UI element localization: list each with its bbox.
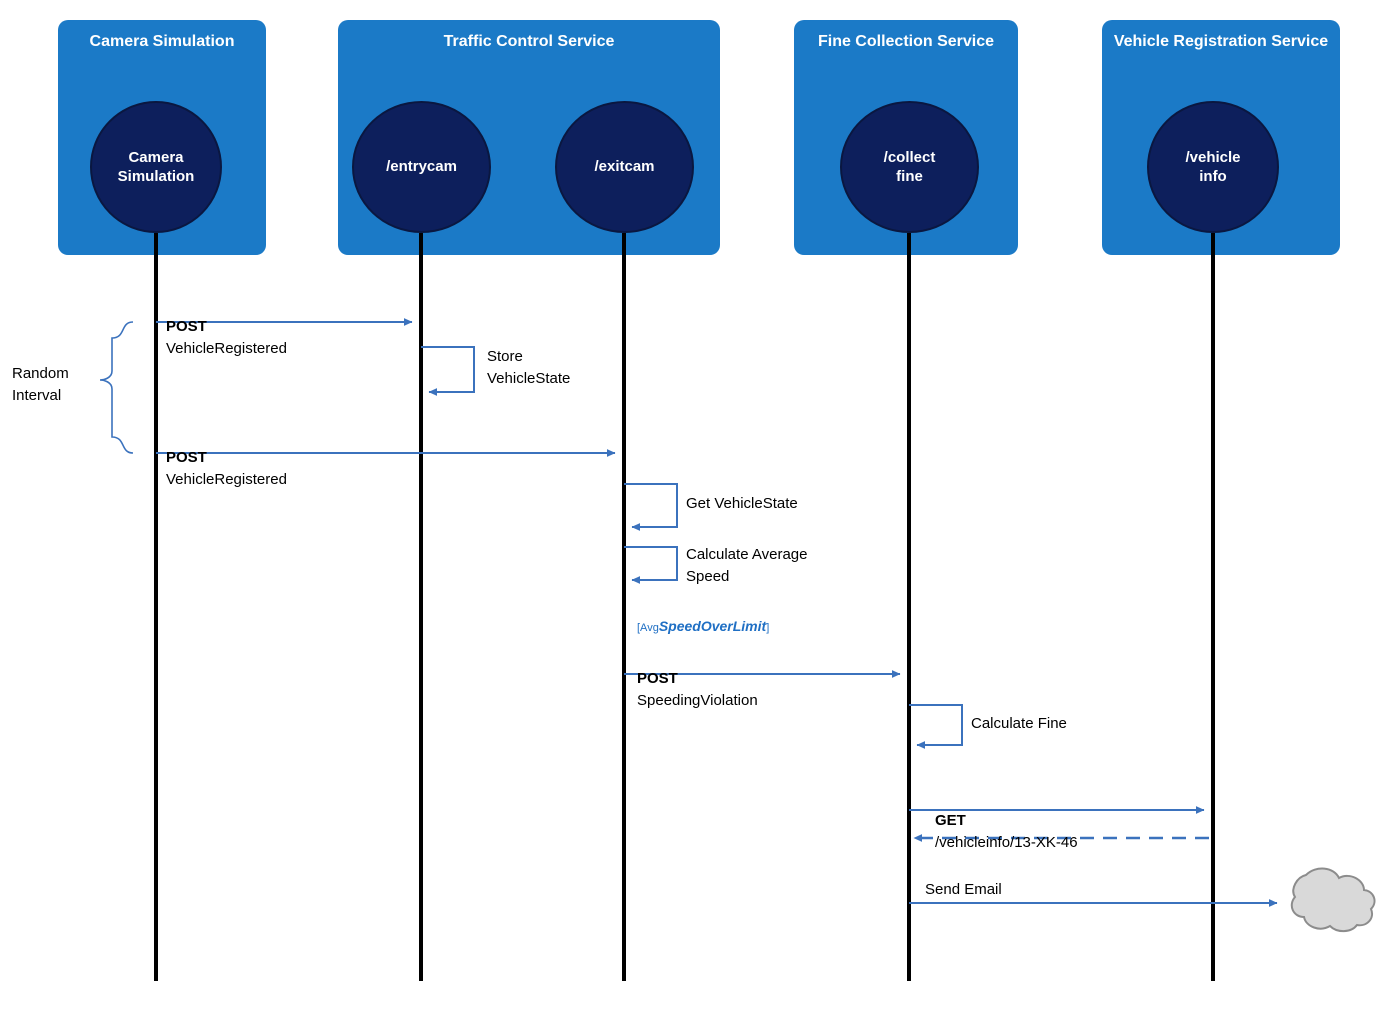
arrow-self-store-vehiclestate (421, 346, 475, 396)
guard-prefix: [Avg (637, 622, 659, 634)
label-message-post-vehicleregistered-entry: POST VehicleRegistered (166, 294, 287, 359)
arrow-self-get-vehiclestate (624, 483, 678, 531)
label-message-store-vehiclestate: Store VehicleState (487, 348, 571, 387)
participant-title: Fine Collection Service (817, 33, 995, 50)
arrow-self-calculate-fine (909, 704, 963, 749)
label-message-calculate-average-speed: Calculate Average Speed (686, 546, 808, 585)
label-message-get-vehicleinfo: GET /vehicleinfo/13-XK-46 (935, 788, 1078, 853)
guard-suffix: ] (766, 622, 770, 634)
message-verb: POST (166, 317, 207, 335)
message-text: VehicleRegistered (166, 339, 287, 357)
participant-title: Traffic Control Service (443, 33, 615, 50)
guard-text: SpeedOverLimit (658, 618, 767, 634)
message-text: /vehicleinfo/13-XK-46 (935, 833, 1078, 851)
random-interval-bracket (99, 321, 134, 454)
message-verb: GET (935, 811, 966, 829)
label-message-send-email: Send Email (925, 881, 1002, 898)
endpoint-circle-exitcam[interactable]: /exitcam (555, 101, 694, 233)
message-verb: POST (166, 448, 207, 466)
endpoint-label: /entrycam (386, 158, 457, 176)
label-message-post-vehicleregistered-exit: POST VehicleRegistered (166, 425, 287, 490)
endpoint-circle-entrycam[interactable]: /entrycam (352, 101, 491, 233)
endpoint-label: Camera Simulation (117, 148, 195, 186)
endpoint-circle-camera-simulation[interactable]: Camera Simulation (90, 101, 222, 233)
label-guard-avgspeedoverlimit: [AvgSpeedOverLimit] (637, 618, 769, 634)
participant-title: Vehicle Registration Service (1113, 33, 1329, 50)
endpoint-label: /vehicle info (1185, 148, 1241, 186)
endpoint-circle-collectfine[interactable]: /collect fine (840, 101, 979, 233)
label-random-interval: Random Interval (12, 365, 69, 404)
lifeline-exitcam (622, 233, 626, 981)
arrow-self-calculate-average-speed (624, 546, 678, 584)
email-cloud-icon (1290, 867, 1376, 933)
lifeline-entrycam (419, 233, 423, 981)
lifeline-camera-simulation (154, 233, 158, 981)
label-message-calculate-fine: Calculate Fine (971, 715, 1067, 732)
participant-title: Camera Simulation (89, 33, 235, 50)
message-verb: POST (637, 669, 678, 687)
endpoint-label: /exitcam (594, 158, 655, 176)
endpoint-label: /collect fine (883, 148, 936, 186)
endpoint-circle-vehicleinfo[interactable]: /vehicle info (1147, 101, 1279, 233)
label-message-post-speedingviolation: POST SpeedingViolation (637, 646, 758, 711)
label-message-get-vehiclestate: Get VehicleState (686, 495, 798, 512)
lifeline-collectfine (907, 233, 911, 981)
lifeline-vehicleinfo (1211, 233, 1215, 981)
message-text: SpeedingViolation (637, 691, 758, 709)
message-text: VehicleRegistered (166, 470, 287, 488)
